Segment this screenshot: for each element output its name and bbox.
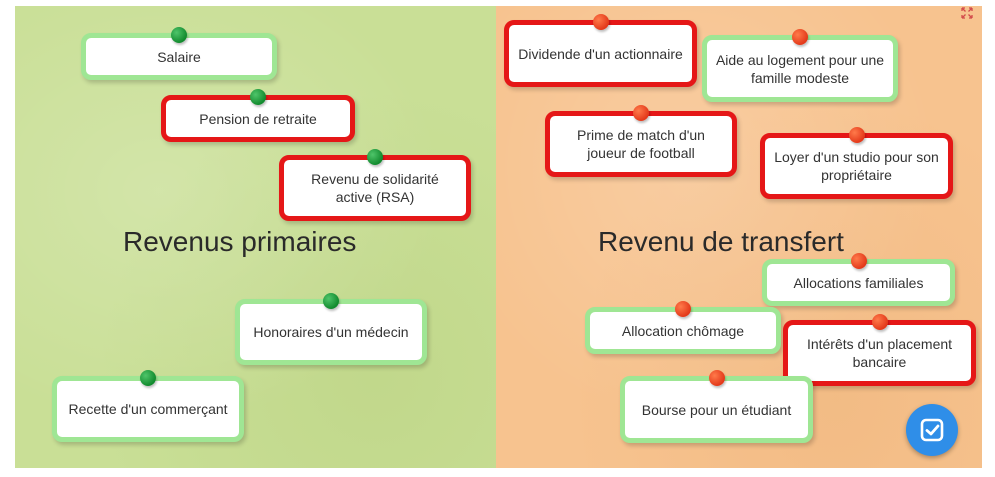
card-allocation-chomage[interactable]: Allocation chômage [585,301,781,354]
validate-button[interactable] [906,404,958,456]
card-label: Pension de retraite [199,110,317,127]
card-label: Revenu de solidarité active (RSA) [311,171,439,205]
pin-icon [850,253,867,269]
card-loyer-studio[interactable]: Loyer d'un studio pour son propriétaire [760,127,953,199]
pin-icon [140,370,156,386]
card-label: Allocation chômage [621,322,745,339]
card-label: Bourse pour un étudiant [641,401,792,418]
card-revenu-de-solidarite-active[interactable]: Revenu de solidarité active (RSA) [279,149,471,221]
card-salaire[interactable]: Salaire [81,27,277,80]
check-square-icon [920,418,944,442]
pin-icon [633,105,649,121]
card-allocations-familiales[interactable]: Allocations familiales [762,253,955,306]
card-prime-de-match[interactable]: Prime de match d'un joueur de football [545,105,737,177]
card-label: Dividende d'un actionnaire [518,45,683,62]
pin-icon [250,89,266,105]
card-bourse-etudiant[interactable]: Bourse pour un étudiant [620,370,813,443]
card-aide-au-logement[interactable]: Aide au logement pour une famille modest… [702,29,898,102]
card-honoraires-medecin[interactable]: Honoraires d'un médecin [235,293,427,365]
pin-icon [708,370,725,386]
pin-icon [323,293,339,309]
card-label: Allocations familiales [793,274,924,291]
card-label: Recette d'un commerçant [68,401,228,417]
pin-icon [792,29,808,45]
fullscreen-icon[interactable] [961,7,973,19]
category-label-revenu-de-transfert: Revenu de transfert [598,226,844,257]
card-interets-placement[interactable]: Intérêts d'un placement bancaire [783,314,976,386]
card-label: Loyer d'un studio pour son propriétaire [774,149,939,183]
card-label: Prime de match d'un joueur de football [577,127,705,161]
pin-icon [675,301,691,317]
card-recette-commercant[interactable]: Recette d'un commerçant [52,370,244,442]
pin-icon [171,27,187,43]
pin-icon [592,14,609,30]
card-label: Aide au logement pour une famille modest… [715,51,885,86]
pin-icon [871,314,888,330]
category-label-revenus-primaires: Revenus primaires [123,226,357,257]
card-pension-de-retraite[interactable]: Pension de retraite [161,89,355,142]
pin-icon [848,127,865,143]
card-dividende-actionnaire[interactable]: Dividende d'un actionnaire [504,14,697,87]
card-label: Honoraires d'un médecin [253,324,409,340]
card-label: Intérêts d'un placement bancaire [806,336,953,370]
card-label: Salaire [157,48,201,65]
pin-icon [367,149,383,165]
